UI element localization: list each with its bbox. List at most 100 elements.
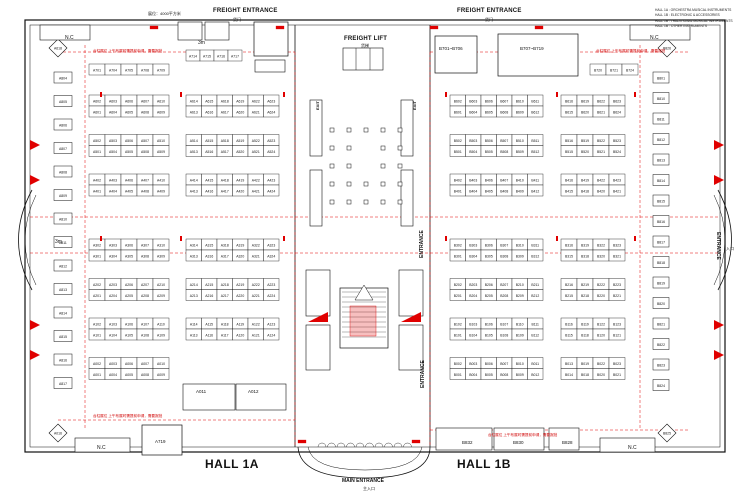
lobby-column [397,163,403,169]
booth-label-b612: B612 [531,110,539,114]
booth-label-b004: B004 [469,373,477,377]
booth-label-b501: B501 [454,150,462,154]
booth-label-b320: B320 [597,254,605,258]
entrance-right-label: ENTRANCE [715,232,721,260]
booth-label-b402: B402 [454,178,462,182]
booth-a717 [227,49,243,62]
booth-b832: B832 [462,440,473,445]
booth-label-b421: B421 [613,189,621,193]
booth-label-a401: A401 [93,189,101,193]
stair-arrow [354,284,374,301]
booth-label-a323: A323 [267,243,275,247]
corner-booth-top-left [48,38,68,58]
fire-exit-5 [714,175,724,185]
booth-label-b408: B408 [500,189,508,193]
booth-label-b405: B405 [485,189,493,193]
escalator-left-2 [305,324,331,371]
booth-label-a610: A610 [157,99,165,103]
booth-label-b623: B623 [613,99,621,103]
booth-label-b305: B305 [485,254,493,258]
booth-label-b406: B406 [485,178,493,182]
booth-b321 [608,249,626,262]
nc-top-left: N.C [65,35,74,41]
corner-booth-top-left-label: A618 [54,47,62,51]
red-door-0 [149,25,159,30]
booth-label-a615: A615 [205,99,213,103]
booth-label-b304: B304 [469,254,477,258]
booth-label-a301: A301 [93,254,101,258]
booth-label-b204: B204 [469,294,477,298]
legend-line-2: HALL 1B : ELECTRONIC & ACCESSORIES [655,13,720,18]
booth-label-a324: A324 [267,254,275,258]
booth-label-b018: B018 [581,373,589,377]
booth-label-b607: B607 [500,99,508,103]
booth-label-b105: B105 [485,333,493,337]
booth-label-a110: A110 [157,322,165,326]
lobby-wall-2 [309,169,323,227]
booth-label-b212: B212 [531,294,539,298]
booth-b112 [527,328,544,341]
booth-label-b610: B610 [516,99,524,103]
wall-booth-b823 [652,358,670,371]
booth-label-b306: B306 [485,243,493,247]
lobby-column [380,163,386,169]
wall-booth-b815 [652,194,670,207]
booth-label-b423: B423 [613,178,621,182]
wall-booth-label-a809: A809 [59,194,67,198]
wall-booth-label-a808: A808 [59,171,67,175]
lobby-column [346,127,352,133]
booth-label-b619: B619 [581,99,589,103]
wall-booth-a806 [53,118,73,131]
booth-label-b315: B315 [565,254,573,258]
booth-a012-area [235,383,287,411]
booth-label-b507: B507 [500,139,508,143]
wall-booth-a810 [53,212,73,225]
legend-line-4: HALL 1B : OTHER INSTRUMENTS [655,24,708,29]
booth-label-a506: A506 [125,139,133,143]
booth-label-a609: A609 [157,110,165,114]
booth-label-b418: B418 [581,189,589,193]
booth-label-b108: B108 [500,333,508,337]
red-marker-8 [283,236,285,241]
door-swing [346,442,355,448]
booth-label-a218: A218 [221,283,229,287]
lobby-wall-3 [400,169,414,227]
wall-booth-label-a816: A816 [59,359,67,363]
booth-label-b023: B023 [613,362,621,366]
booth-label-a010: A010 [157,362,165,366]
booth-label-a704: A704 [109,68,117,72]
booth-label-a005: A005 [125,373,133,377]
nc-top-right: N.C [650,35,659,41]
wall-booth-label-a817: A817 [59,382,67,386]
booth-label-b605: B605 [485,110,493,114]
booth-label-a419: A419 [236,178,244,182]
booth-label-b412: B412 [531,189,539,193]
booth-label-a508: A508 [141,150,149,154]
wall-booth-b824 [652,379,670,391]
booth-label-a114: A114 [190,322,198,326]
booth-label-a007: A007 [141,362,149,366]
red-marker-1 [180,92,182,97]
booth-label-a107: A107 [141,322,149,326]
booth-label-a207: A207 [141,283,149,287]
booth-label-b218: B218 [581,294,589,298]
booth-label-a209: A209 [157,294,165,298]
red-note-right-top: 台柱展位 上午布展时需提前申请，需要报批 [596,49,666,53]
booth-label-a501: A501 [93,150,101,154]
booth-label-a001: A001 [93,373,101,377]
booth-a509 [152,145,170,157]
booth-label-b209: B209 [516,294,524,298]
booth-label-a406: A406 [125,178,133,182]
booth-label-b512: B512 [531,150,539,154]
lobby-column [329,163,335,169]
booth-label-b510: B510 [516,139,524,143]
booth-label-a505: A505 [125,150,133,154]
red-note-right-bottom: 台柱展位 上午布展时需提前申请，需要报批 [488,433,558,437]
booth-label-b002: B002 [454,362,462,366]
booth-label-b419: B419 [581,178,589,182]
red-marker-9 [445,236,447,241]
booth-label-b520: B520 [581,150,589,154]
booth-label-b222: B222 [597,283,605,287]
booth-label-a623: A623 [267,99,275,103]
